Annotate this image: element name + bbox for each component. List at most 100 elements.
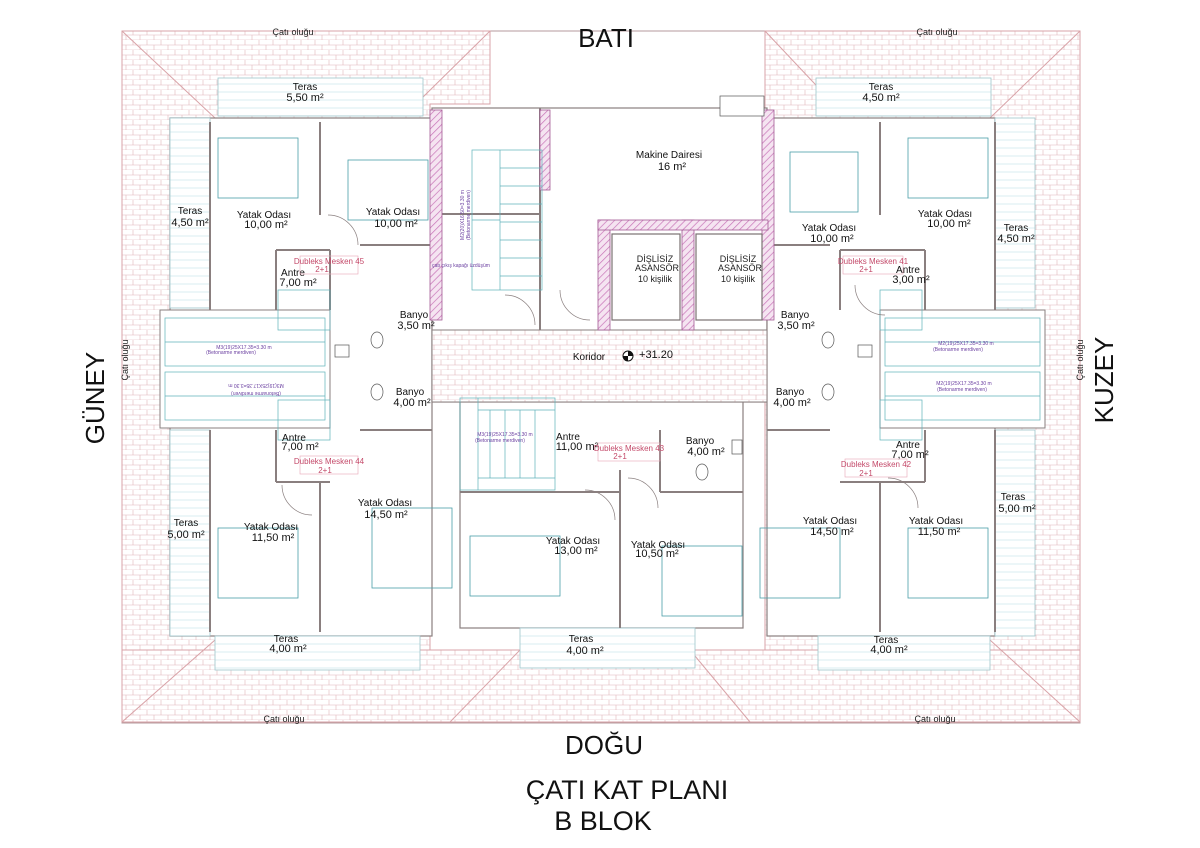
room-area: 10,00 m² [927,218,971,230]
room-name: Yatak Odası [909,516,963,527]
room-area: 7,00 m² [279,277,317,289]
elevator-label: 10 kişilik [721,274,756,284]
room-area: 4,00 m² [269,643,307,655]
room-area: 14,50 m² [364,509,408,521]
unit-name: Dubleks Mesken 44 [294,457,365,466]
columns [429,109,775,331]
room-name: Banyo [396,387,425,398]
compass-south: GÜNEY [80,352,110,444]
bathroom-fixtures [334,95,873,481]
room-name: Makine Dairesi [636,150,702,161]
unit-type: 2+1 [859,265,873,274]
room-area: 4,50 m² [862,92,900,104]
room-area: 4,00 m² [393,397,431,409]
gutter-label-right: Çatı oluğu [1075,339,1085,380]
unit-type: 2+1 [859,469,873,478]
unit-labels: Dubleks Mesken 45 2+1 Dubleks Mesken 44 … [294,255,912,478]
room-name: Banyo [686,436,715,447]
compass-west: BATI [578,23,634,53]
room-name: Yatak Odası [918,209,972,220]
room-area: 7,00 m² [891,449,929,461]
unit-type: 2+1 [318,466,332,475]
room-area: 10,00 m² [244,219,288,231]
compass-north: KUZEY [1089,337,1119,424]
room-area: 11,50 m² [918,526,961,538]
room-name: Antre [896,440,920,451]
room-name: Teras [1004,223,1028,234]
gutter-label-left: Çatı oluğu [120,339,130,380]
room-name: Banyo [400,310,429,321]
room-area: 3,50 m² [397,320,435,332]
stair-notes: çatı çıkış kapağı üzdüşüm M2(20)X16.50=3… [206,190,994,444]
side-stairs [164,289,1041,441]
unit-type: 2+1 [613,452,627,461]
room-labels: Teras 5,50 m² Teras 4,50 m² Teras 4,50 m… [167,82,1036,657]
room-name: Teras [293,82,317,93]
room-area: 13,00 m² [554,545,598,557]
plan-title: ÇATI KAT PLANI [526,775,729,805]
room-name: Teras [174,518,198,529]
room-area: 7,00 m² [281,441,319,453]
elevator-label: ASANSÖR [635,263,680,273]
room-name: Yatak Odası [244,522,298,533]
stair-note: (Betonarme merdiven) [933,347,983,353]
elevator-shafts [611,233,763,321]
terraces [169,77,1036,671]
stair-spec: M2(19)25X17.35=3.30 m [936,381,991,387]
unit-name: Dubleks Mesken 42 [841,460,912,469]
room-name: Yatak Odası [803,516,857,527]
room-name: Yatak Odası [631,540,685,551]
room-name: Antre [282,433,306,444]
elevator-label: ASANSÖR [718,263,763,273]
room-area: 4,00 m² [870,644,908,656]
compass-east: DOĞU [565,730,643,760]
elevator-label: DİŞLİSİZ [637,254,674,264]
room-area: 4,50 m² [997,233,1035,245]
room-area: 3,50 m² [777,320,815,332]
room-name: Teras [874,635,898,646]
room-name: Teras [1001,492,1025,503]
room-name: Teras [178,206,202,217]
elevation-marker-icon [622,350,634,362]
room-name: Teras [274,634,298,645]
stair-note: (Betonarme merdiven) [937,387,987,393]
partition-walls [209,108,996,632]
stair-spec: M3(19)25X17.35=3.30 m [477,432,532,438]
stair-note: (Betonarme merdiven) [466,190,472,240]
room-name: Yatak Odası [366,207,420,218]
doors [281,214,919,521]
room-area: 10,00 m² [374,218,418,230]
room-area: 10,00 m² [810,233,854,245]
gutter-label-br: Çatı oluğu [914,714,955,724]
room-name: Banyo [781,310,810,321]
elevation-label: +31.20 [639,349,673,361]
room-area: 4,00 m² [687,446,725,458]
room-area: 3,00 m² [892,274,930,286]
stair-spec: M2(19)25X17.35=3.30 m [938,341,993,347]
gutter-label-bl: Çatı oluğu [263,714,304,724]
room-name: Yatak Odası [546,536,600,547]
room-name: Antre [556,432,580,443]
room-name: Antre [896,265,920,276]
room-area: 10,50 m² [635,548,679,560]
room-name: Yatak Odası [802,223,856,234]
room-name: Banyo [776,387,805,398]
elevator-label: 10 kişilik [638,274,673,284]
room-name: Antre [281,268,305,279]
elevator-label: DİŞLİSİZ [720,254,757,264]
stair-note: (Betonarme merdiven) [475,438,525,444]
unit-name: Dubleks Mesken 41 [838,257,909,266]
gutter-label-tr: Çatı oluğu [916,27,957,37]
room-area: 5,00 m² [998,503,1036,515]
room-area: 4,00 m² [773,397,811,409]
room-area: 14,50 m² [810,526,854,538]
unit-type: 2+1 [315,265,329,274]
room-area: 4,00 m² [566,645,604,657]
room-area: 16 m² [658,161,686,173]
central-stair [471,149,543,291]
room-area: 4,50 m² [171,217,209,229]
stair-note: (Betonarme merdiven) [231,390,281,396]
stair-spec: M3(19)25X17.35=3.30 m [216,345,271,351]
stair-note: (Betonarme merdiven) [206,350,256,356]
beds [217,137,989,617]
